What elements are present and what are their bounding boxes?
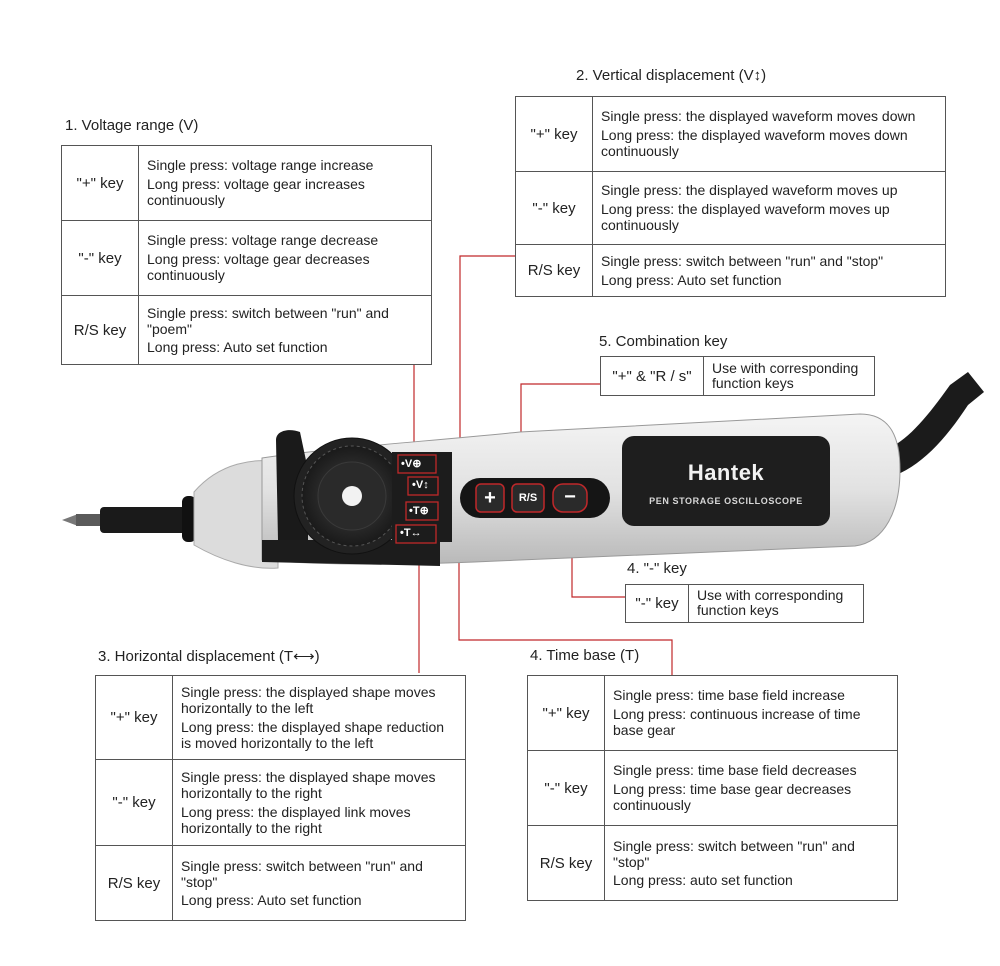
plus-button[interactable]: + — [484, 487, 496, 509]
voltage-range-table: "+" key Single press: voltage range incr… — [61, 145, 432, 365]
brand-subtitle: PEN STORAGE OSCILLOSCOPE — [649, 496, 803, 506]
description-cell: Single press: the displayed shape moves … — [172, 675, 466, 760]
key-cell: "+" key — [527, 675, 605, 751]
key-cell: "-" key — [527, 750, 605, 826]
description-line: Long press: the displayed waveform moves… — [601, 201, 890, 233]
horizontal-displacement-title: 3. Horizontal displacement (T⟷) — [98, 648, 320, 665]
description-cell: Single press: switch between "run" and "… — [138, 295, 432, 365]
description-cell: Single press: the displayed waveform mov… — [592, 171, 946, 245]
probe-tip — [62, 496, 196, 542]
description-line: Long press: the displayed waveform moves… — [601, 127, 908, 159]
description-cell: Single press: switch between "run" and "… — [172, 845, 466, 921]
key-cell: "-" key — [625, 584, 689, 623]
description-line: Single press: the displayed shape moves … — [181, 683, 436, 716]
time-base-title: 4. Time base (T) — [530, 647, 640, 664]
description-cell: Single press: time base field decreases … — [604, 750, 898, 826]
table-row: "+" key Single press: the displayed wave… — [515, 96, 946, 172]
description-line: Single press: time base field increase — [613, 687, 845, 703]
key-cell: "+" key — [95, 675, 173, 760]
description-cell: Single press: time base field increase L… — [604, 675, 898, 751]
time-base-table: "+" key Single press: time base field in… — [527, 675, 898, 901]
description-cell: Single press: the displayed waveform mov… — [592, 96, 946, 172]
key-cell: "-" key — [61, 220, 139, 296]
description-line: Long press: voltage gear decreases conti… — [147, 251, 370, 283]
description-line: Single press: switch between "run" and "… — [601, 252, 884, 269]
table-row: "-" key Single press: time base field de… — [527, 750, 898, 826]
table-row: R/S key Single press: switch between "ru… — [527, 825, 898, 901]
key-cell: "+" key — [515, 96, 593, 172]
key-label-v-range: •V⊕ — [401, 458, 422, 470]
description-cell: Single press: switch between "run" and "… — [592, 244, 946, 297]
description-cell: Single press: voltage range decrease Lon… — [138, 220, 432, 296]
table-row: "+" & "R / s" Use with corresponding fun… — [600, 356, 875, 396]
key-label-v-shift: •V↕ — [412, 479, 429, 491]
description-line: Long press: the displayed link moves hor… — [181, 803, 411, 836]
combination-key-table: "+" & "R / s" Use with corresponding fun… — [600, 356, 875, 396]
minus-button[interactable]: − — [564, 486, 576, 508]
description-line: Long press: auto set function — [613, 871, 793, 888]
vertical-displacement-title: 2. Vertical displacement (V↕) — [576, 67, 767, 84]
description-line: Single press: voltage range increase — [147, 157, 374, 173]
table-row: "+" key Single press: voltage range incr… — [61, 145, 432, 221]
combination-key-title: 5. Combination key — [599, 333, 728, 350]
description-line: Single press: the displayed waveform mov… — [601, 182, 898, 198]
table-row: "+" key Single press: time base field in… — [527, 675, 898, 751]
key-cell: R/S key — [527, 825, 605, 901]
horizontal-displacement-table: "+" key Single press: the displayed shap… — [95, 675, 466, 921]
vertical-displacement-table: "+" key Single press: the displayed wave… — [515, 96, 946, 297]
description-line: Single press: switch between "run" and "… — [181, 857, 423, 890]
rs-button[interactable]: R/S — [518, 492, 538, 504]
key-cell: R/S key — [95, 845, 173, 921]
description-line: Long press: the displayed shape reductio… — [181, 718, 445, 751]
description-line: Single press: the displayed shape moves … — [181, 768, 436, 801]
table-row: "-" key Single press: voltage range decr… — [61, 220, 432, 296]
brand-logo: Hantek — [687, 460, 765, 485]
description-cell: Single press: the displayed shape moves … — [172, 759, 466, 846]
description-line: Single press: switch between "run" and "… — [613, 837, 855, 870]
voltage-range-title: 1. Voltage range (V) — [65, 117, 199, 134]
description-cell: Use with corresponding function keys — [688, 584, 864, 623]
key-cell: "-" key — [515, 171, 593, 245]
cable — [880, 372, 984, 478]
description-cell: Single press: switch between "run" and "… — [604, 825, 898, 901]
description-line: Single press: switch between "run" and "… — [147, 304, 389, 337]
key-cell: "+" key — [61, 145, 139, 221]
table-row: R/S key Single press: switch between "ru… — [61, 295, 432, 365]
brand-panel — [622, 436, 830, 526]
description-line: Long press: Auto set function — [147, 338, 328, 355]
key-cell: "-" key — [95, 759, 173, 846]
description-line: Long press: continuous increase of time … — [613, 706, 861, 738]
table-row: "+" key Single press: the displayed shap… — [95, 675, 466, 760]
wheel-center — [342, 486, 362, 506]
table-row: "-" key Use with corresponding function … — [625, 584, 864, 623]
key-cell: R/S key — [515, 244, 593, 297]
key-label-panel — [392, 452, 452, 542]
minus-key-table: "-" key Use with corresponding function … — [625, 584, 864, 623]
description-line: Single press: the displayed waveform mov… — [601, 108, 916, 124]
description-line: Long press: Auto set function — [601, 271, 782, 288]
description-line: Long press: time base gear decreases con… — [613, 781, 852, 813]
key-cell: R/S key — [61, 295, 139, 365]
key-label-t-range: •T⊕ — [409, 505, 429, 517]
description-line: Long press: voltage gear increases conti… — [147, 176, 365, 208]
minus-key-title: 4. "-" key — [627, 560, 687, 577]
description-cell: Use with corresponding function keys — [703, 356, 875, 396]
key-cell: "+" & "R / s" — [600, 356, 704, 396]
table-row: "-" key Single press: the displayed shap… — [95, 759, 466, 846]
description-cell: Single press: voltage range increase Lon… — [138, 145, 432, 221]
table-row: R/S key Single press: switch between "ru… — [95, 845, 466, 921]
key-label-t-shift: •T↔ — [400, 527, 422, 539]
probe-nose — [193, 460, 279, 569]
table-row: "-" key Single press: the displayed wave… — [515, 171, 946, 245]
description-line: Single press: voltage range decrease — [147, 232, 379, 248]
description-line: Single press: time base field decreases — [613, 762, 857, 778]
description-line: Long press: Auto set function — [181, 891, 362, 908]
table-row: R/S key Single press: switch between "ru… — [515, 244, 946, 297]
